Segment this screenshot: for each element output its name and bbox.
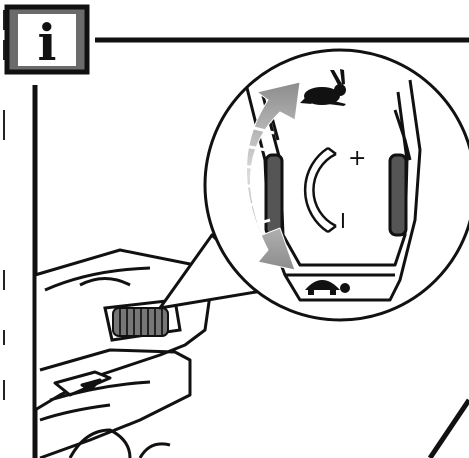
- info-badge: i: [4, 4, 90, 75]
- turtle-icon: [305, 280, 350, 295]
- rabbit-icon: [300, 69, 346, 106]
- small-speed-wheel: [103, 298, 182, 342]
- plus-label: +: [348, 146, 366, 171]
- info-icon: i: [38, 13, 57, 72]
- double-arrow-icon: [239, 81, 301, 271]
- speed-dial-icon: [303, 146, 337, 234]
- minus-label: I: [340, 209, 346, 233]
